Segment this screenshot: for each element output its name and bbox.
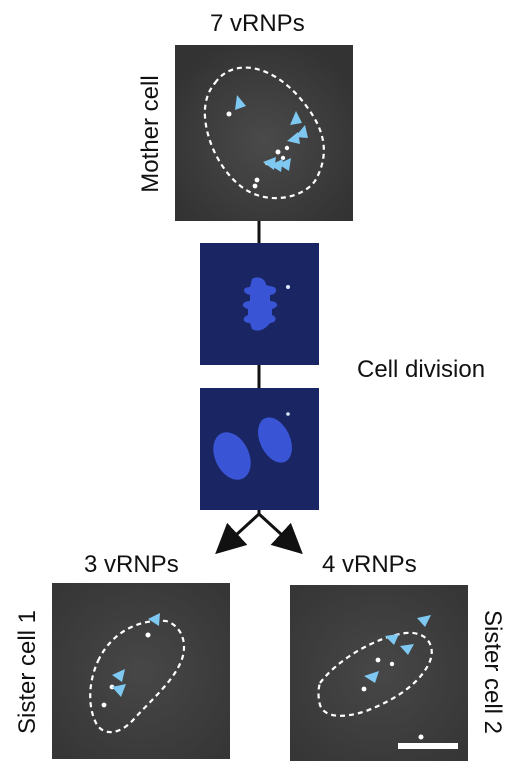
sister2-cell-image (290, 585, 468, 761)
arrow-to-sister1 (215, 512, 261, 555)
scale-bar (398, 743, 458, 749)
division-frame-metaphase (200, 243, 319, 365)
arrowhead-icon (112, 669, 125, 682)
vrnp-dot (418, 734, 424, 740)
arrowhead-icon (385, 634, 399, 645)
mother-count-label: 7 vRNPs (210, 10, 305, 37)
sister1-cell-outline (89, 619, 186, 734)
arrowhead-icon (400, 644, 414, 655)
arrowhead-icon (270, 159, 283, 172)
sister1-count-label: 3 vRNPs (84, 551, 179, 578)
sister1-side-label: Sister cell 1 (14, 609, 41, 735)
vrnp-dot (145, 632, 151, 638)
sister2-count-label: 4 vRNPs (322, 551, 417, 578)
vrnp-dot (280, 155, 286, 161)
arrowhead-icon (112, 684, 126, 697)
arrowhead-icon (364, 671, 379, 683)
vrnp-dot (254, 177, 260, 183)
sister1-cell-image (52, 583, 230, 759)
sister2-side-label: Sister cell 2 (479, 609, 506, 735)
vrnp-dot (252, 183, 258, 189)
arrow-to-sister2 (257, 512, 303, 555)
vrnp-dot (286, 412, 290, 416)
mother-cell-image (175, 45, 353, 221)
metaphase-chromosomes (242, 277, 278, 331)
mother-cell-outline (203, 66, 325, 200)
vrnp-dot (275, 149, 281, 155)
arrowhead-icon (287, 132, 300, 144)
division-label: Cell division (357, 356, 486, 383)
arrowhead-icon (148, 613, 160, 626)
mother-side-label: Mother cell (137, 75, 164, 193)
arrowhead-icon (278, 158, 291, 171)
sister2-cell-outline (317, 631, 433, 717)
vrnp-dot (361, 686, 367, 692)
vrnp-dot (226, 111, 232, 117)
daughter-nucleus-1 (213, 432, 251, 480)
vrnp-dot (375, 657, 381, 663)
vrnp-dot (101, 702, 107, 708)
division-frame-telophase (200, 388, 319, 510)
arrowhead-icon (235, 95, 246, 110)
vrnp-dot (389, 661, 395, 667)
vrnp-dot (286, 285, 290, 289)
arrowhead-icon (290, 111, 302, 125)
arrowhead-icon (417, 615, 431, 627)
daughter-nucleus-2 (258, 417, 292, 463)
vrnp-dot (284, 145, 290, 151)
